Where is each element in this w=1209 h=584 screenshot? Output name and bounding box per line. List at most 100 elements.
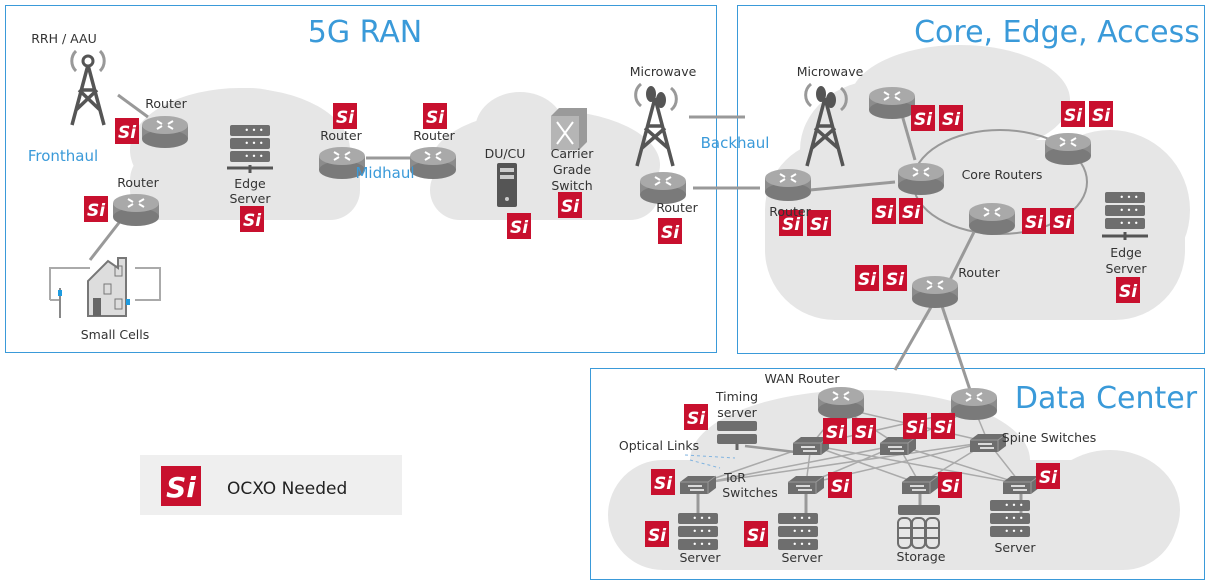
router-icon: [142, 116, 188, 148]
label-router: Router: [769, 204, 811, 219]
svg-text:Si: Si: [914, 110, 933, 130]
router-icon: [113, 194, 159, 226]
si-badge-icon: Si: [744, 521, 768, 547]
svg-text:• • •: • • •: [1004, 514, 1023, 523]
label-server: Server: [995, 540, 1037, 555]
switch-icon: [1003, 475, 1040, 494]
svg-text:• • •: • • •: [692, 540, 711, 549]
svg-text:Si: Si: [875, 203, 894, 223]
microwave-tower-icon: [634, 82, 678, 167]
si-badge-icon: Si: [855, 265, 879, 291]
router-icon: [818, 387, 864, 419]
label-router: Router: [413, 128, 455, 143]
label-edge-server: Edge: [234, 176, 266, 191]
link-line: [938, 299, 972, 391]
link-line: [117, 93, 149, 119]
label-edge-server: Server: [230, 191, 272, 206]
si-badge-icon: Si: [84, 196, 108, 222]
svg-text:• • •: • • •: [1004, 527, 1023, 536]
core-panel: [737, 5, 1205, 354]
si-badge-icon: Si: [1089, 101, 1113, 127]
si-badge-icon: Si: [333, 103, 357, 129]
svg-text:Si: Si: [1039, 468, 1058, 488]
svg-text:• • •: • • •: [244, 126, 263, 135]
label-router: Router: [958, 265, 1000, 280]
link-line: [697, 441, 989, 485]
router-icon: [1045, 133, 1091, 165]
si-badge-icon: Si: [899, 198, 923, 224]
router-icon: [410, 147, 456, 179]
ran-cloud-2: [430, 92, 660, 220]
switch-icon: [788, 475, 825, 494]
svg-text:Si: Si: [886, 270, 905, 290]
storage-icon: [897, 505, 940, 549]
si-badge-icon: Si: [938, 472, 962, 498]
label-small-cells: Small Cells: [81, 327, 150, 342]
edge-server-icon: • • •• • •• • •: [1105, 192, 1145, 229]
svg-text:Si: Si: [941, 477, 960, 497]
svg-text:Si: Si: [831, 477, 850, 497]
si-badge-icon: Si: [658, 218, 682, 244]
ran-title: 5G RAN: [308, 15, 422, 50]
label-server: Server: [680, 550, 722, 565]
legend: Si OCXO Needed: [140, 455, 402, 515]
si-badge-icon: Si: [1036, 463, 1060, 489]
label-carrier-switch: Grade: [553, 162, 591, 177]
svg-text:Si: Si: [561, 197, 580, 217]
si-badge-icon: Si: [240, 206, 264, 232]
server-icon: • • •• • •• • •: [678, 513, 718, 550]
si-badge-icon: Si: [423, 103, 447, 129]
si-badge-icon: Si: [852, 418, 876, 444]
switch-icon: [970, 433, 1007, 452]
router-icon: [898, 163, 944, 195]
legend-badge-text: Si: [166, 471, 196, 504]
router-icon: [969, 203, 1015, 235]
si-badge-icon: Si: [911, 105, 935, 131]
svg-text:Si: Si: [782, 215, 801, 235]
svg-text:• • •: • • •: [1119, 206, 1138, 215]
link-line: [948, 229, 977, 281]
svg-text:Si: Si: [243, 211, 262, 231]
small-cell-links: [49, 267, 161, 301]
label-server: Server: [782, 550, 824, 565]
link-line: [810, 444, 921, 485]
svg-text:Si: Si: [510, 218, 529, 238]
label-edge-server: Edge: [1110, 245, 1142, 260]
si-badge-icon: Si: [872, 198, 896, 224]
server-icon: • • •• • •• • •: [778, 513, 818, 550]
core-title: Core, Edge, Access: [914, 15, 1200, 50]
si-badge-icon: Si: [558, 192, 582, 218]
small-cell-antenna-icon: [58, 288, 62, 318]
label-router: Router: [656, 200, 698, 215]
label-carrier-switch: Carrier: [551, 146, 595, 161]
ran-panel: [5, 5, 717, 353]
si-badge-icon: Si: [807, 210, 831, 236]
link-line: [697, 444, 899, 485]
svg-text:Si: Si: [118, 123, 137, 143]
label-timing-server: server: [717, 405, 757, 420]
label-core-routers: Core Routers: [962, 167, 1043, 182]
link-line: [809, 180, 896, 192]
edge-server-icon: • • •• • •• • •: [230, 125, 270, 162]
label-tor-switches: Switches: [722, 485, 778, 500]
svg-text:• • •: • • •: [1004, 501, 1023, 510]
si-badge-icon: Si: [1022, 208, 1046, 234]
switch-icon: [880, 436, 917, 455]
si-badge-icon: Si: [507, 213, 531, 239]
svg-text:• • •: • • •: [792, 514, 811, 523]
link-line: [893, 299, 937, 371]
label-storage: Storage: [897, 549, 946, 564]
si-badge-icon: Si: [779, 210, 803, 236]
si-badge-icon: Si: [645, 521, 669, 547]
label-router: Router: [117, 175, 159, 190]
si-badge-icon: Si: [651, 469, 675, 495]
svg-text:Si: Si: [336, 108, 355, 128]
small-cells-house-icon: [87, 257, 130, 317]
svg-text:Si: Si: [747, 526, 766, 546]
router-icon: [912, 276, 958, 308]
svg-text:• • •: • • •: [1119, 219, 1138, 228]
svg-text:• • •: • • •: [244, 152, 263, 161]
microwave-tower-icon: [804, 82, 848, 167]
label-timing-server: Timing: [715, 389, 758, 404]
label-rrh: RRH / AAU: [31, 31, 97, 46]
